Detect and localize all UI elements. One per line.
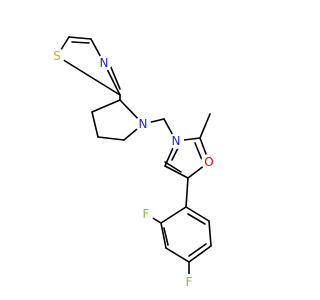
difluorophenyl-ring [160, 206, 212, 263]
bond [109, 64, 121, 90]
bond [164, 161, 182, 173]
structure-svg: S N N N O F F [49, 36, 217, 290]
bond [71, 41, 90, 44]
bond [208, 220, 212, 247]
bond [164, 165, 189, 179]
label-backdrop [181, 274, 197, 290]
bond [160, 206, 187, 224]
oxazole-oxygen-label: O [204, 155, 213, 169]
label-backdrop [135, 116, 151, 132]
methyl-bond [199, 113, 211, 139]
bond [163, 227, 169, 246]
bond [68, 36, 92, 40]
thiazole-nitrogen-label: N [100, 56, 109, 70]
label-backdrop [49, 48, 65, 64]
bond [91, 111, 99, 138]
bond [188, 245, 212, 263]
label-backdrop [138, 206, 154, 222]
bond [165, 247, 190, 263]
bond [188, 243, 207, 257]
oxazole-nitrogen-label: N [172, 134, 181, 148]
bond [185, 206, 210, 222]
ortho-fluorine-label: F [143, 207, 150, 221]
label-backdrop [96, 55, 112, 71]
bond [97, 136, 125, 141]
aryl-bond [185, 177, 189, 208]
para-fluorine-label: F [186, 275, 193, 289]
bond [160, 222, 167, 249]
bond [91, 99, 121, 113]
bond [56, 55, 121, 96]
sulfur-atom-label: S [53, 49, 61, 63]
pyrrolidine-nitrogen-label: N [139, 117, 148, 131]
pyrrolidine-ring [91, 94, 144, 141]
label-backdrop [201, 154, 217, 170]
bond [187, 213, 206, 225]
bond [194, 142, 203, 161]
molecule-diagram: S N N N O F F [49, 36, 217, 290]
label-backdrop [168, 133, 184, 149]
